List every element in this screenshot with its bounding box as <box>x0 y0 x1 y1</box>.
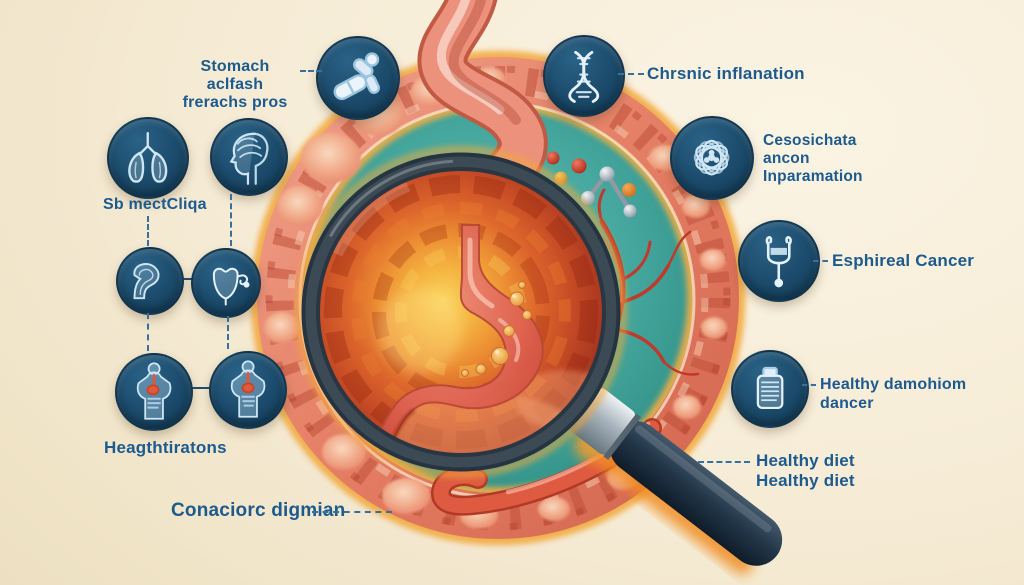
leader-line-bottle <box>802 384 816 386</box>
label-sb-mectcliqa: Sb mectCliqa <box>103 196 207 214</box>
label-line: Stomach aclfash <box>200 58 270 93</box>
leader-line-stethoscope <box>813 260 828 262</box>
connector-organ-uterus <box>179 278 192 280</box>
leader-line-pills <box>300 70 322 72</box>
stomach-organ-icon <box>116 247 184 315</box>
magnifier-handle <box>569 388 783 575</box>
leader-line-healthy-diet <box>698 461 750 463</box>
esophagus-tube <box>417 0 548 197</box>
connector-organ-torso <box>147 313 149 351</box>
medicine-bottle-icon <box>731 350 809 428</box>
cell-flower-icon <box>670 116 754 200</box>
label-conaciorc-digmian: Conaciorc digmian <box>171 500 345 521</box>
torso-digestive-icon <box>115 353 193 431</box>
connector-uterus-torso <box>227 316 229 349</box>
label-healthy-damohiom: Healthy damohiom dancer <box>820 375 966 413</box>
label-esphireal-cancer: Esphireal Cancer <box>832 251 974 270</box>
stethoscope-icon <box>738 220 820 302</box>
label-line: Healthy damohiom <box>820 376 967 393</box>
magnifier-lens <box>294 145 628 479</box>
label-line: Esphireal Cancer <box>832 251 975 270</box>
label-line: frerachs pros <box>182 93 288 111</box>
label-line: Healthy diet <box>756 451 855 470</box>
label-line: Healthy diet <box>756 471 855 490</box>
connector-torso-pair <box>188 387 210 389</box>
label-heagthtiratons: Heagthtiratons <box>104 438 227 457</box>
label-line: Heagthtiratons <box>104 438 227 457</box>
label-line: Inparamation <box>763 168 863 185</box>
brain-profile-icon <box>210 118 288 196</box>
pills-icon <box>316 36 400 120</box>
label-line: ancon <box>763 150 810 167</box>
label-line: Cesosichata <box>763 132 857 149</box>
torso-digestive-icon <box>209 351 287 429</box>
leader-line-dna <box>618 73 644 75</box>
label-line: dancer <box>820 395 874 412</box>
connector-sbmect-down <box>147 216 149 246</box>
dna-helix-icon <box>543 35 625 117</box>
lens-rim <box>304 155 618 469</box>
label-cesosichata: Cesosichata ancon Inparamation <box>763 132 863 186</box>
leader-line-conaciorc <box>312 511 392 513</box>
connector-brain-uterus <box>230 194 232 246</box>
label-chrsnic-inflanation: Chrsnic inflanation <box>647 64 805 83</box>
uterus-icon <box>191 248 261 318</box>
label-healthy-diet: Healthy diet Healthy diet <box>756 451 855 491</box>
acid-bubbles <box>461 281 532 377</box>
lens-glass-highlight <box>320 171 602 453</box>
label-line: Conaciorc digmian <box>171 500 346 521</box>
label-stomach-aclfash: Stomach aclfash frerachs pros <box>170 58 300 112</box>
molecule-particles <box>546 151 637 218</box>
label-line: Chrsnic inflanation <box>647 64 805 83</box>
lungs-icon <box>107 117 189 199</box>
label-line: Sb mectCliqa <box>103 196 207 213</box>
